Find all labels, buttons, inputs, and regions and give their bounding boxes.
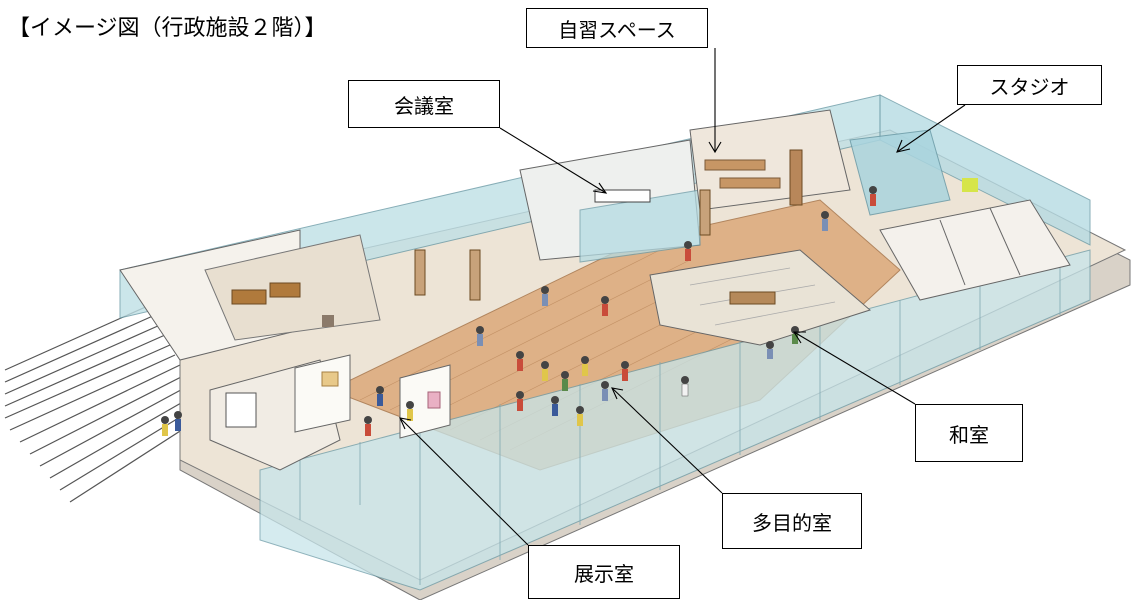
- display-panel: [321, 371, 339, 387]
- page-title: 【イメージ図（行政施設２階）】: [8, 16, 327, 41]
- lounge-sofa: [269, 282, 301, 298]
- label-meeting-room: 会議室: [348, 80, 500, 128]
- arrowhead: [592, 182, 608, 194]
- door: [225, 392, 257, 428]
- bookshelf: [789, 149, 803, 206]
- column: [414, 249, 426, 296]
- arrowhead: [708, 141, 722, 154]
- display-panel: [427, 391, 441, 409]
- label-self-study-space: 自習スペース: [526, 8, 708, 48]
- column: [469, 249, 481, 301]
- meeting-table: [594, 189, 651, 203]
- lounge-sofa: [231, 289, 267, 305]
- study-desk: [704, 159, 766, 171]
- pointer-japanese-room: [793, 331, 916, 405]
- right-glass-wall: [879, 94, 1091, 246]
- callout-pointers: [399, 48, 966, 546]
- label-multipurpose-room: 多目的室: [722, 493, 862, 549]
- arrowhead: [792, 331, 806, 344]
- service-room: [879, 199, 1071, 301]
- studio-area: [849, 129, 951, 216]
- meeting-room-glass: [579, 189, 701, 263]
- pointer-studio: [896, 104, 966, 153]
- arrowhead: [399, 417, 412, 430]
- lounge-chair: [322, 315, 334, 327]
- pointer-multipurpose-room: [611, 387, 723, 494]
- studio-equipment: [962, 178, 978, 192]
- exhibition-partition: [294, 354, 351, 433]
- people: [161, 186, 877, 436]
- exhibition-partition: [399, 364, 451, 439]
- study-desk: [719, 177, 781, 189]
- label-japanese-room: 和室: [915, 404, 1023, 462]
- column: [699, 189, 711, 236]
- label-exhibition-room: 展示室: [528, 545, 680, 599]
- label-studio: スタジオ: [957, 65, 1102, 105]
- pointer-meeting-room: [499, 127, 607, 194]
- pointer-exhibition-room: [399, 417, 529, 546]
- arrowhead: [896, 139, 911, 153]
- arrowhead: [611, 387, 624, 400]
- low-table: [729, 291, 776, 305]
